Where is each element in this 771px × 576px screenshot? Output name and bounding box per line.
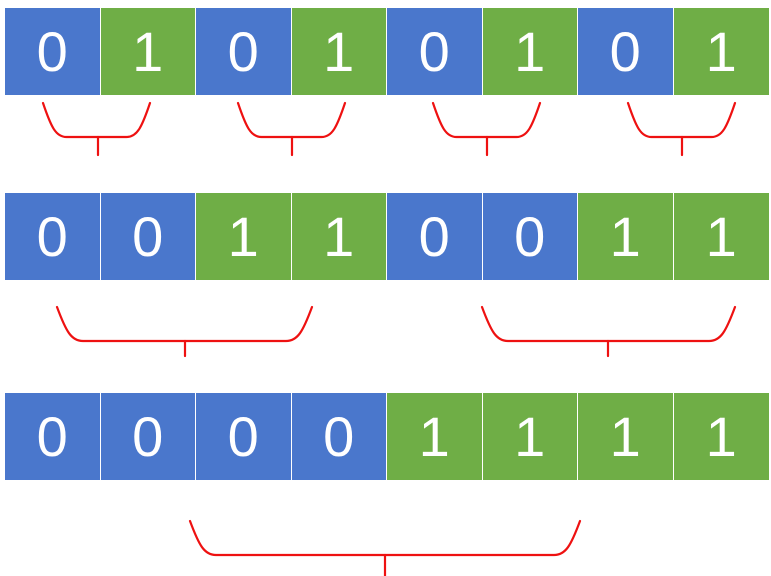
bit-cell: 0 (387, 8, 483, 95)
bit-cell: 1 (100, 8, 196, 95)
bit-cell: 0 (578, 8, 674, 95)
bit-cell: 0 (5, 193, 101, 280)
bit-cell: 0 (291, 393, 387, 480)
brace-curve (188, 519, 582, 557)
bit-cell: 0 (196, 393, 292, 480)
bit-cell: 0 (196, 8, 292, 95)
bit-cell: 1 (291, 8, 387, 95)
bit-cell: 1 (578, 393, 674, 480)
brace-curve (480, 305, 737, 343)
bit-cell: 0 (100, 193, 196, 280)
bit-cell: 1 (387, 393, 483, 480)
bit-cell: 0 (482, 193, 578, 280)
bit-cell: 1 (482, 8, 578, 95)
bit-cell: 1 (291, 193, 387, 280)
bit-cell: 0 (5, 8, 101, 95)
brace-curve (431, 101, 542, 139)
bit-cell: 1 (673, 8, 769, 95)
bit-cell: 1 (482, 393, 578, 480)
bit-cell: 0 (100, 393, 196, 480)
bit-cell: 0 (387, 193, 483, 280)
bit-cell: 1 (673, 193, 769, 280)
bit-cell: 0 (5, 393, 101, 480)
brace-curve (236, 101, 347, 139)
bit-cell: 1 (578, 193, 674, 280)
brace-curve (41, 101, 152, 139)
brace-curve (626, 101, 737, 139)
brace-curve (55, 305, 314, 343)
bit-cell: 1 (673, 393, 769, 480)
bit-cell: 1 (196, 193, 292, 280)
